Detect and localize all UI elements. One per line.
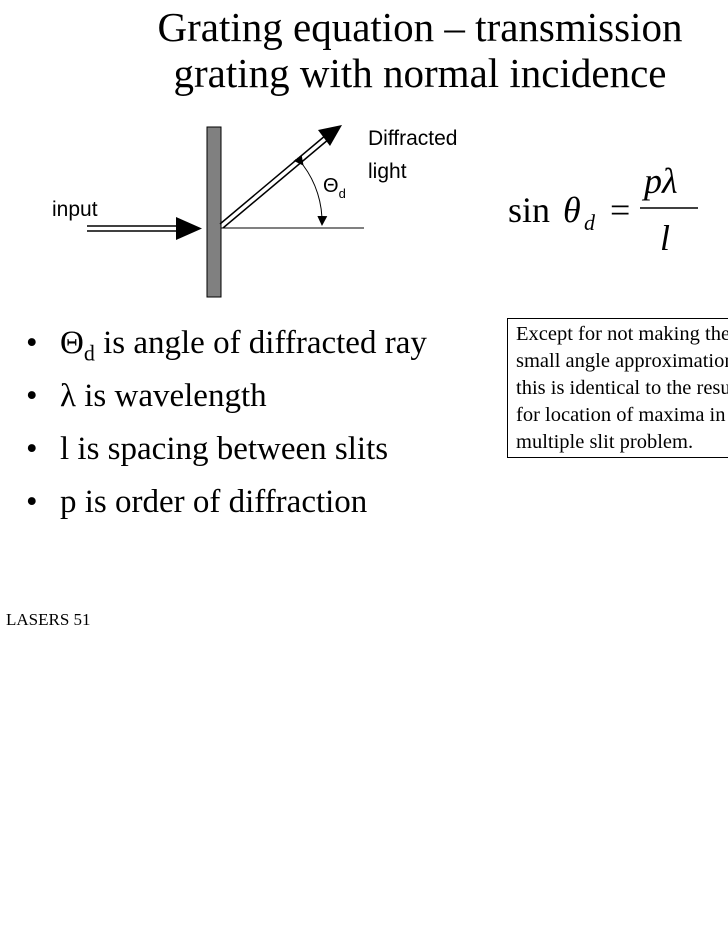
grating-diagram: Θd input Diffracted light sin θ d = pλ l xyxy=(52,125,698,298)
bullet-angle-text: is angle of diffracted ray xyxy=(94,325,427,361)
slide-title: Grating equation – transmission grating … xyxy=(0,4,728,96)
note-line: Except for not making the xyxy=(516,323,728,345)
angle-subscript: d xyxy=(83,340,95,366)
note-box: Except for not making the small angle ap… xyxy=(507,318,728,458)
bullet-marker: • xyxy=(26,378,38,414)
bullet-order: • p is order of diffraction xyxy=(24,479,427,532)
bullet-marker: • xyxy=(26,325,38,361)
equation-numerator: pλ xyxy=(641,161,678,201)
grating-plate xyxy=(206,126,222,298)
title-line-2: grating with normal incidence xyxy=(173,50,667,96)
note-line: small angle approximation, xyxy=(516,350,728,372)
angle-arc xyxy=(293,154,328,226)
diffracted-arrow-icon xyxy=(318,125,342,146)
note-line: for location of maxima in the xyxy=(516,404,728,426)
grating-equation: sin θ d = pλ l xyxy=(508,161,698,258)
angle-label: Θd xyxy=(323,175,346,201)
bullet-spacing: • l is spacing between slits xyxy=(24,426,427,479)
note-line: multiple slit problem. xyxy=(516,431,694,453)
bullet-marker: • xyxy=(26,431,38,467)
bullet-angle: • Θd is angle of diffracted ray xyxy=(24,320,427,373)
equation-denominator: l xyxy=(660,218,670,258)
equation-equals: = xyxy=(610,190,630,230)
slide-footer: LASERS 51 xyxy=(6,610,91,629)
bullet-wavelength: • λ is wavelength xyxy=(24,373,427,426)
diffracted-label-line-2: light xyxy=(368,160,407,183)
input-label: input xyxy=(52,198,98,221)
bullet-order-text: p is order of diffraction xyxy=(60,484,368,520)
bullet-wavelength-text: λ is wavelength xyxy=(60,378,267,414)
equation-theta-subscript: d xyxy=(584,210,596,235)
angle-symbol: Θ xyxy=(60,325,84,361)
equation-sin: sin xyxy=(508,190,550,230)
diffracted-ray-upper xyxy=(219,134,327,225)
bullet-marker: • xyxy=(26,484,38,520)
input-arrow-icon xyxy=(176,217,202,240)
equation-theta: θ xyxy=(563,190,581,230)
bullet-spacing-text: l is spacing between slits xyxy=(60,431,389,467)
diffracted-label-line-1: Diffracted xyxy=(368,127,458,150)
note-line: this is identical to the result xyxy=(516,377,728,399)
bullet-list: • Θd is angle of diffracted ray • λ is w… xyxy=(24,320,427,532)
title-line-1: Grating equation – transmission xyxy=(157,4,683,50)
diffracted-ray-lower xyxy=(222,138,330,229)
